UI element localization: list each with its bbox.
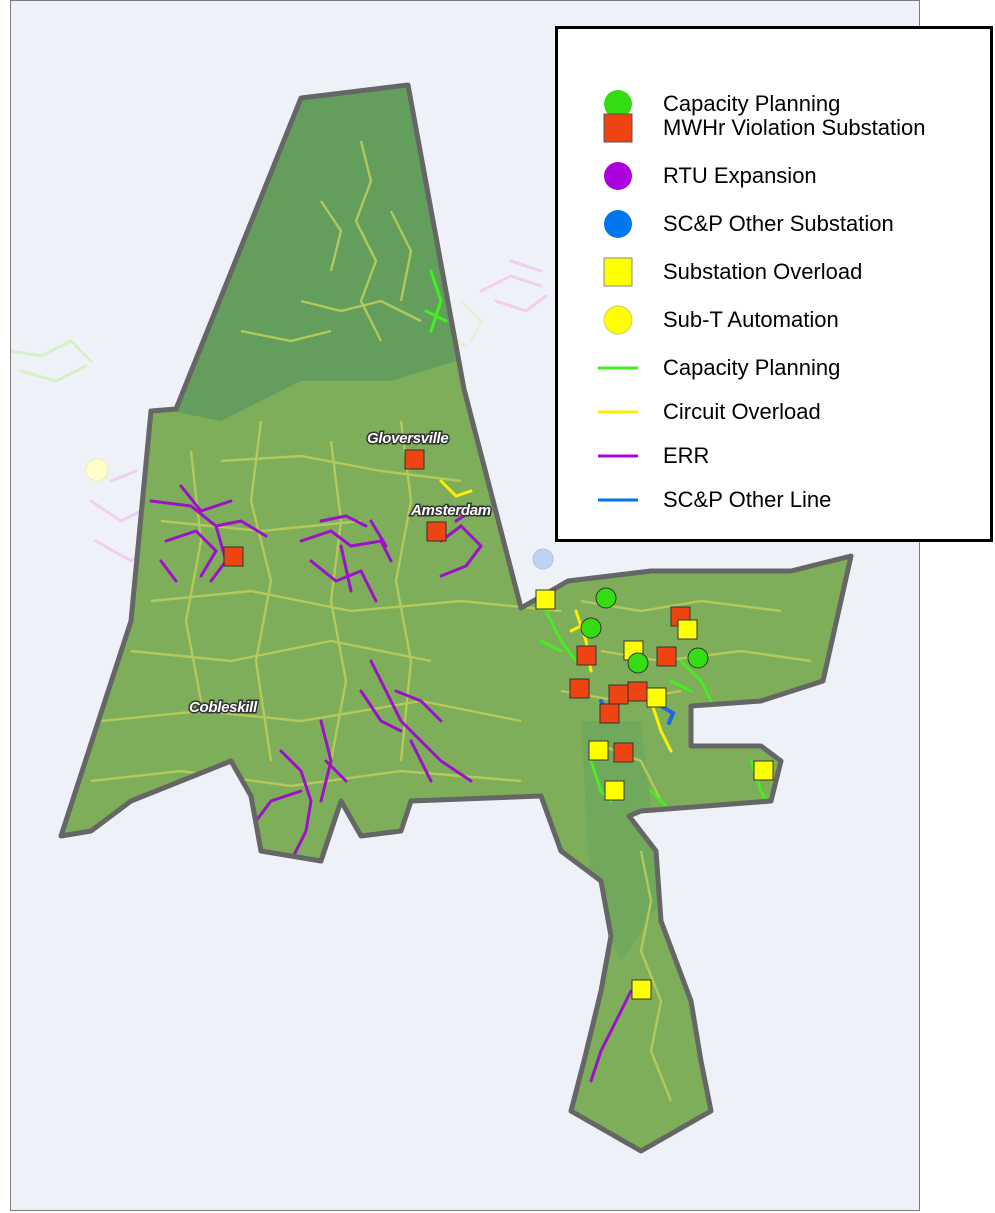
- mwhr-violation-marker[interactable]: [576, 645, 597, 666]
- substation-overload-marker[interactable]: [677, 619, 698, 640]
- legend-label: RTU Expansion: [663, 163, 817, 188]
- mwhr-violation-marker[interactable]: [613, 742, 634, 763]
- forest-shading: [171, 85, 456, 421]
- line-swatch-icon: [598, 498, 638, 502]
- line-swatch-icon: [598, 454, 638, 458]
- faint-circle-marker: [85, 458, 109, 482]
- legend-item-scp-other-substation[interactable]: SC&P Other Substation: [558, 203, 990, 243]
- city-label-amsterdam: Amsterdam: [410, 502, 491, 519]
- map-canvas[interactable]: Gloversville Amsterdam Cobleskill: [11, 1, 920, 1211]
- legend-item-sub-t-automation[interactable]: Sub-T Automation: [558, 299, 990, 339]
- line-swatch-icon: [598, 410, 638, 414]
- mwhr-violation-marker[interactable]: [599, 703, 620, 724]
- legend-label: SC&P Other Line: [663, 487, 832, 512]
- legend-item-substation-overload[interactable]: Substation Overload: [558, 251, 990, 291]
- legend-label: Capacity Planning: [663, 355, 841, 380]
- legend-item-err[interactable]: ERR: [558, 435, 990, 475]
- legend-label: Capacity Planning: [663, 91, 841, 116]
- circle-marker-icon: [603, 305, 633, 335]
- mwhr-violation-marker[interactable]: [404, 449, 425, 470]
- substation-overload-marker[interactable]: [646, 687, 667, 708]
- city-label-cobleskill: Cobleskill: [189, 699, 258, 716]
- faint-circle-marker: [532, 548, 554, 570]
- legend-label: Substation Overload: [663, 259, 863, 284]
- square-marker-icon: [603, 257, 633, 287]
- substation-overload-marker[interactable]: [753, 760, 774, 781]
- legend-label: MWHr Violation Substation: [663, 115, 926, 140]
- legend-item-mwhr-violation-substation[interactable]: MWHr Violation Substation: [558, 107, 990, 147]
- legend-item-rtu-expansion[interactable]: RTU Expansion: [558, 155, 990, 195]
- substation-overload-marker[interactable]: [604, 780, 625, 801]
- capacity-planning-marker[interactable]: [595, 587, 617, 609]
- mwhr-violation-marker[interactable]: [656, 646, 677, 667]
- circle-marker-icon: [604, 210, 632, 238]
- legend-label: SC&P Other Substation: [663, 211, 894, 236]
- capacity-planning-marker[interactable]: [580, 617, 602, 639]
- capacity-planning-marker[interactable]: [687, 647, 709, 669]
- legend-item-capacity-planning-line[interactable]: Capacity Planning: [558, 347, 990, 387]
- mwhr-violation-marker[interactable]: [569, 678, 590, 699]
- markers: [223, 449, 774, 1000]
- substation-overload-marker[interactable]: [631, 979, 652, 1000]
- legend-label: Sub-T Automation: [663, 307, 839, 332]
- circle-marker-icon: [604, 90, 632, 118]
- legend-item-scp-other-line[interactable]: SC&P Other Line: [558, 479, 990, 519]
- mwhr-violation-marker[interactable]: [223, 546, 244, 567]
- mwhr-violation-marker[interactable]: [426, 521, 447, 542]
- mwhr-violation-marker[interactable]: [627, 681, 648, 702]
- legend-item-capacity-planning-circle[interactable]: Capacity Planning: [558, 83, 990, 123]
- service-region-border: [58, 82, 854, 1154]
- circle-marker-icon: [604, 162, 632, 190]
- legend-label: ERR: [663, 443, 710, 468]
- substation-overload-marker[interactable]: [588, 740, 609, 761]
- substation-overload-marker[interactable]: [535, 589, 556, 610]
- city-label-gloversville: Gloversville: [367, 430, 448, 447]
- capacity-planning-marker[interactable]: [627, 652, 649, 674]
- legend-item-circuit-overload[interactable]: Circuit Overload: [558, 391, 990, 431]
- mwhr-violation-marker[interactable]: [608, 684, 629, 705]
- legend-label: Circuit Overload: [663, 399, 821, 424]
- map-legend: Capacity Planning MWHr Violation Substat…: [555, 26, 993, 542]
- square-marker-icon: [603, 113, 633, 143]
- err-lines: [149, 484, 633, 1083]
- line-swatch-icon: [598, 366, 638, 370]
